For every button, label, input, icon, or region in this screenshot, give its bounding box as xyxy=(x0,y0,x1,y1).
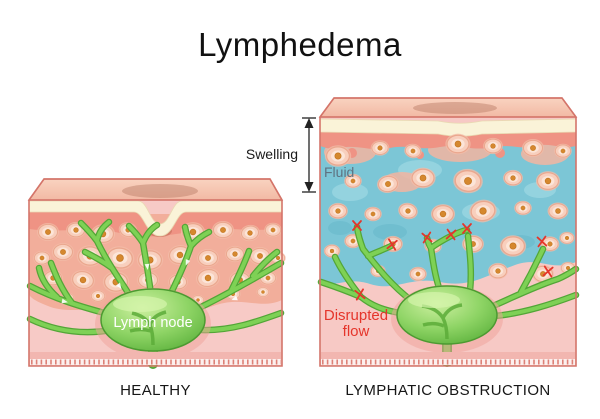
page-title: Lymphedema xyxy=(198,26,402,63)
obstruction-panel: Fluid Disrupted flow xyxy=(320,97,576,367)
healthy-panel: Lymph node xyxy=(29,178,287,369)
disrupted-flow-label-line1: Disrupted xyxy=(324,307,388,324)
caption-lymphatic-obstruction: LYMPHATIC OBSTRUCTION xyxy=(345,382,551,399)
disrupted-flow-label-line2: flow xyxy=(343,323,370,340)
swelling-arrow xyxy=(302,117,316,193)
swelling-label: Swelling xyxy=(245,146,298,162)
lymph-node-label: Lymph node xyxy=(113,315,192,331)
fluid-label: Fluid xyxy=(324,164,354,180)
healthy-red-band xyxy=(29,211,282,237)
healthy-bottom-strip xyxy=(30,352,281,365)
obstruction-lymph-node xyxy=(391,285,503,353)
obstruction-bottom-strip xyxy=(321,352,575,365)
healthy-lymph-node: Lymph node xyxy=(95,288,211,360)
caption-healthy: HEALTHY xyxy=(120,382,191,399)
